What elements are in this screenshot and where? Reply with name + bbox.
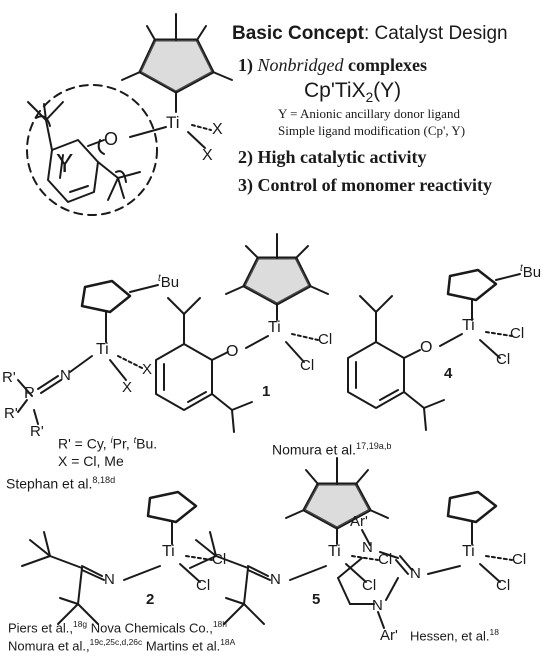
- concept-complex: [26, 13, 233, 216]
- label-compound-2: 2: [146, 591, 155, 608]
- formula-tail: (Y): [373, 79, 402, 102]
- atom-p-phos: P: [24, 385, 35, 402]
- atom-cl-c5-1: Cl: [378, 551, 393, 568]
- atom-x-phos-1: X: [142, 361, 153, 378]
- formula: Cp'TiX2(Y): [304, 80, 401, 105]
- label-compound-1: 1: [262, 383, 271, 400]
- atom-n-phos: N: [60, 367, 71, 384]
- atom-arp-hessen-1: Ar': [350, 513, 368, 530]
- atom-x-concept-2: X: [202, 147, 213, 164]
- complex-2: [21, 490, 213, 625]
- concept-item-3: 3) Control of monomer reactivity: [238, 175, 492, 195]
- atom-cl-c4-2: Cl: [496, 351, 511, 368]
- phos-x-line: X = Cl, Me: [58, 453, 124, 469]
- atom-o-c4: O: [420, 339, 433, 356]
- ref-nomura-top: Nomura et al.17,19a,b: [272, 441, 392, 458]
- complex-4: [347, 268, 521, 431]
- ref-stephan: Stephan et al.8,18d: [6, 475, 116, 492]
- note-y: Y = Anionic ancillary donor ligand: [278, 106, 460, 121]
- hessen-complex: [337, 490, 513, 629]
- atom-cl-c1-2: Cl: [300, 357, 315, 374]
- atom-ti-c4: Ti: [462, 317, 475, 334]
- complex-1: [155, 233, 329, 433]
- atom-ti-concept: Ti: [166, 113, 180, 132]
- atom-cl-c2-1: Cl: [212, 551, 227, 568]
- atom-ti-c2: Ti: [162, 543, 175, 560]
- atom-rp-1: R': [2, 369, 16, 386]
- ref-hessen: Hessen, et al.18: [410, 627, 499, 644]
- atom-n-hessen-1: N: [362, 539, 373, 556]
- formula-main: Cp'TiX: [304, 79, 366, 102]
- atom-x-concept-1: X: [212, 121, 223, 138]
- atom-ti-hessen: Ti: [462, 543, 475, 560]
- atom-n-hessen-imine: N: [410, 565, 421, 582]
- page-heading: Basic Concept: Catalyst Design: [232, 24, 508, 43]
- phosphinimide-complex: [17, 279, 159, 425]
- concept-item-1: 1) Nonbridged complexes: [238, 56, 427, 74]
- atom-x-phos-2: X: [122, 379, 133, 396]
- note-mod: Simple ligand modification (Cp', Y): [278, 123, 466, 138]
- tbu-c4: tBu: [520, 263, 542, 281]
- ref-piers-nova: Piers et al.,18g Nova Chemicals Co.,18h: [8, 619, 227, 636]
- phos-r-line: R' = Cy, iPr, tBu.: [58, 435, 158, 452]
- atom-cl-c4-1: Cl: [510, 325, 525, 342]
- item1-rest: complexes: [348, 55, 427, 75]
- atom-cl-hessen-1: Cl: [512, 551, 527, 568]
- atom-n-c2: N: [104, 571, 115, 588]
- ref-nomura-martins: Nomura et al.,19c,25c,d,26c Martins et a…: [8, 637, 236, 654]
- atom-ti-phosphinimide: Ti: [96, 341, 109, 358]
- item1-italic: Nonbridged: [257, 55, 344, 75]
- atom-rp-2: R': [4, 405, 18, 422]
- atom-cl-c2-2: Cl: [196, 577, 211, 594]
- formula-sub: 2: [365, 90, 374, 106]
- tbu-phosphinimide: tBu: [158, 273, 180, 291]
- atom-rp-3: R': [30, 423, 44, 440]
- atom-o-c1: O: [226, 343, 239, 360]
- atom-cl-c1-1: Cl: [318, 331, 333, 348]
- item1-number: 1): [238, 55, 253, 75]
- atom-arp-hessen-2: Ar': [380, 627, 398, 644]
- heading-suffix: : Catalyst Design: [363, 23, 508, 44]
- atom-n-hessen-2: N: [372, 597, 383, 614]
- atom-o-concept: O: [104, 129, 119, 149]
- atom-ti-c1: Ti: [268, 319, 281, 336]
- heading-prefix: Basic Concept: [232, 23, 364, 44]
- complex-5: [189, 457, 389, 625]
- label-compound-4: 4: [444, 365, 453, 382]
- atom-y-concept: Y: [56, 148, 74, 178]
- atom-cl-c5-2: Cl: [362, 577, 377, 594]
- concept-item-2: 2) High catalytic activity: [238, 147, 427, 167]
- atom-cl-hessen-2: Cl: [496, 577, 511, 594]
- atom-ti-c5: Ti: [328, 543, 341, 560]
- atom-n-c5: N: [270, 571, 281, 588]
- label-compound-5: 5: [312, 591, 321, 608]
